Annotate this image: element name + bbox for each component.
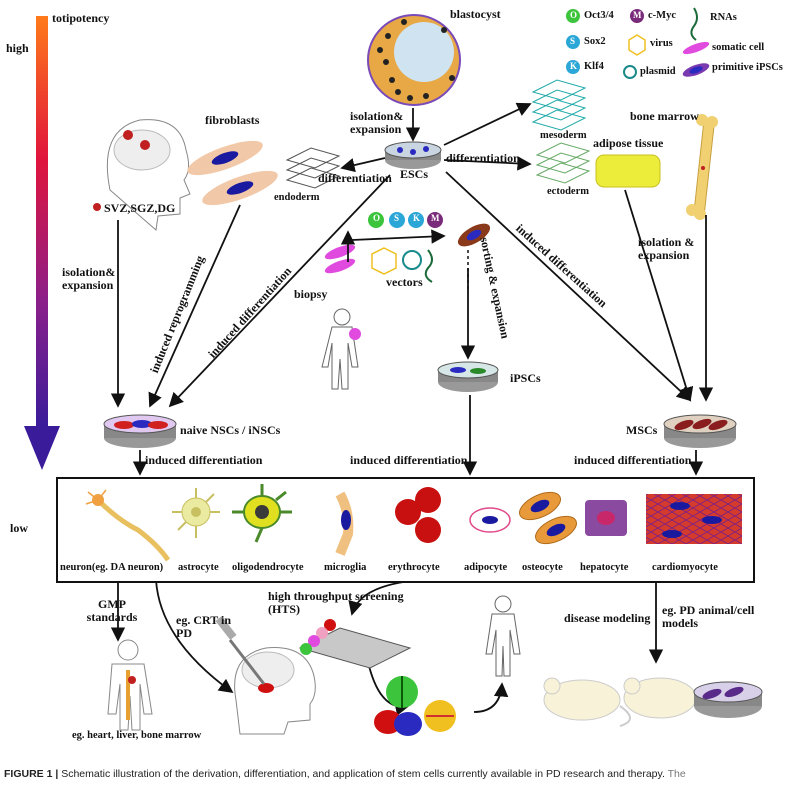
human-figure-bottom bbox=[485, 595, 521, 677]
disease-modeling-label: disease modeling bbox=[564, 611, 651, 625]
legend-klf4: Klf4 bbox=[584, 61, 604, 72]
bone-marrow-label: bone marrow bbox=[630, 109, 699, 123]
legend-virus: virus bbox=[650, 38, 673, 49]
head-syringe-graphic bbox=[215, 616, 316, 735]
differentiation-right-label: differentiation bbox=[446, 151, 520, 165]
factor-o: O bbox=[373, 213, 381, 223]
induced-diff-msc-label: induced differentiation bbox=[574, 453, 692, 467]
figure-caption: FIGURE 1 | Schematic illustration of the… bbox=[4, 768, 796, 780]
totipotency-arrow bbox=[24, 16, 60, 470]
esc-dish-graphic bbox=[384, 141, 442, 169]
cell-type-osteocyte: osteocyte bbox=[522, 562, 563, 573]
hts-plate-graphic bbox=[298, 619, 412, 669]
mscs-label: MSCs bbox=[626, 423, 658, 437]
cell-type-erythrocyte: erythrocyte bbox=[388, 562, 440, 573]
totipotency-label: totipotency bbox=[52, 11, 110, 25]
nsc-dish-graphic bbox=[103, 414, 177, 448]
legend-sox2: Sox2 bbox=[584, 36, 606, 47]
low-label: low bbox=[10, 521, 28, 535]
legend-oct4: Oct3/4 bbox=[584, 10, 614, 21]
isolation-expansion-right-label: isolation & expansion bbox=[638, 235, 695, 263]
gmp-label: GMP standards bbox=[86, 597, 138, 625]
adipose-bone-graphics bbox=[595, 114, 718, 220]
ipsc-dish-graphic bbox=[437, 361, 499, 392]
cell-type-neuron: neuron(eg. DA neuron) bbox=[60, 562, 164, 573]
caption-tail: The bbox=[667, 768, 686, 780]
biopsy-label: biopsy bbox=[294, 287, 328, 301]
induced-diff-nsc-label: induced differentiation bbox=[145, 453, 263, 467]
cell-type-cardiomyocyte: cardiomyocyte bbox=[652, 562, 718, 573]
fibroblasts-label: fibroblasts bbox=[205, 113, 260, 127]
fibroblasts-graphic bbox=[187, 140, 278, 206]
legend-cmyc: c-Myc bbox=[648, 10, 676, 21]
cell-drawings bbox=[85, 484, 742, 562]
svz-label: SVZ,SGZ,DG bbox=[104, 201, 176, 215]
cell-type-astrocyte: astrocyte bbox=[178, 562, 219, 573]
cell-type-oligodendrocyte: oligodendrocyte bbox=[232, 562, 304, 573]
cell-type-adipocyte: adipocyte bbox=[464, 562, 508, 573]
legend-graphics bbox=[566, 7, 710, 79]
legend-symbol-s: S bbox=[570, 36, 576, 46]
induced-diff-ipsc-label: induced differentiation bbox=[350, 453, 468, 467]
vectors-graphic bbox=[324, 223, 491, 283]
legend-primitive-ipscs: primitive iPSCs bbox=[712, 62, 783, 73]
organs-label: eg. heart, liver, bone marrow bbox=[72, 730, 202, 741]
high-label: high bbox=[6, 41, 29, 55]
caption-text: Schematic illustration of the derivation… bbox=[61, 768, 665, 780]
mesoderm-label: mesoderm bbox=[540, 130, 587, 141]
legend-plasmid: plasmid bbox=[640, 66, 676, 77]
flow-arrows bbox=[110, 102, 714, 716]
caption-label: FIGURE 1 | bbox=[4, 768, 59, 780]
cell-types-box bbox=[56, 477, 755, 583]
hts-label: high throughput screening (HTS) bbox=[268, 589, 404, 617]
legend-symbol-o: O bbox=[570, 10, 578, 20]
cell-type-hepatocyte: hepatocyte bbox=[580, 562, 629, 573]
ipscs-label: iPSCs bbox=[510, 371, 541, 385]
brain-head-graphic bbox=[93, 119, 191, 231]
legend-rnas: RNAs bbox=[710, 12, 737, 23]
legend-symbol-m: M bbox=[633, 10, 642, 20]
factor-s: S bbox=[394, 213, 400, 223]
msc-dish-graphic bbox=[663, 414, 737, 448]
human-organs-graphic bbox=[107, 639, 153, 731]
crt-label: eg. CRT in PD bbox=[176, 613, 232, 641]
germ-layer-stacks bbox=[285, 79, 591, 189]
ectoderm-label: ectoderm bbox=[547, 186, 589, 197]
adipose-label: adipose tissue bbox=[593, 136, 664, 150]
factor-k: K bbox=[413, 213, 421, 223]
cell-type-microglia: microglia bbox=[324, 562, 367, 573]
isolation-expansion-top-label: isolation& expansion bbox=[350, 109, 404, 137]
mice-graphic bbox=[543, 677, 697, 727]
escs-label: ESCs bbox=[400, 167, 429, 181]
differentiation-left-label: differentiation bbox=[318, 171, 392, 185]
legend-symbol-k: K bbox=[570, 61, 578, 71]
factor-m: M bbox=[431, 213, 440, 223]
factor-circles bbox=[368, 212, 443, 228]
endoderm-label: endoderm bbox=[274, 192, 320, 203]
isolation-expansion-left-label: isolation& expansion bbox=[62, 265, 116, 293]
vectors-label: vectors bbox=[386, 275, 423, 289]
pd-models-label: eg. PD animal/cell models bbox=[662, 603, 755, 631]
human-figure-biopsy bbox=[321, 308, 361, 390]
drug-pills-graphic bbox=[374, 676, 456, 736]
legend-somatic-cell: somatic cell bbox=[712, 42, 765, 53]
blastocyst-label: blastocyst bbox=[450, 7, 501, 21]
blastocyst-graphic bbox=[367, 14, 461, 106]
nscs-label: naive NSCs / iNSCs bbox=[180, 423, 281, 437]
cell-model-dish-graphic bbox=[693, 681, 763, 718]
